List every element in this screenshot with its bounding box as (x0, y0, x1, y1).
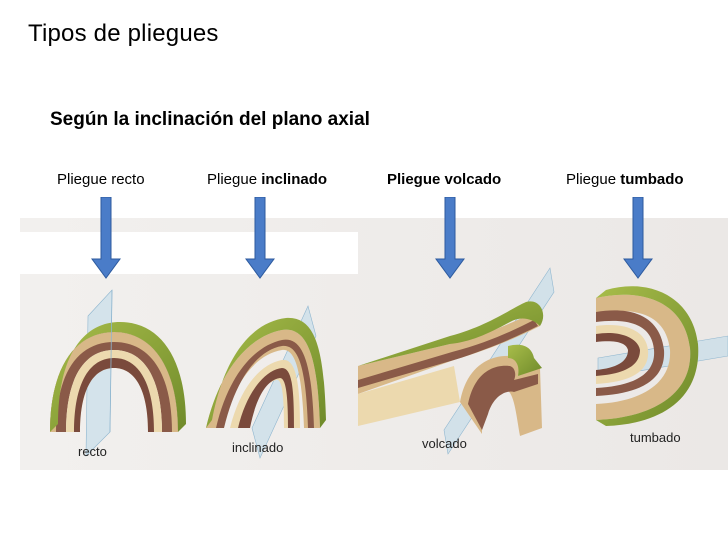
fold-layer-brown-inner (596, 332, 640, 376)
fold-recto (50, 289, 186, 457)
down-arrow-icon (91, 197, 121, 279)
label-text: Pliegue (566, 171, 621, 188)
slide-subtitle: Según la inclinación del plano axial (50, 109, 370, 130)
slide-title: Tipos de pliegues (28, 20, 219, 47)
fold-limb-right-grass (508, 344, 542, 376)
figure-white-patch (20, 232, 358, 274)
fold-layer-brown-inner (74, 358, 154, 432)
down-arrow-icon (435, 197, 465, 279)
label-text: Pliegue (207, 171, 262, 188)
label-pliegue-volcado: Pliegue volcado (387, 171, 501, 188)
fold-grass-top (358, 301, 544, 366)
label-bold-text: tumbado (620, 171, 684, 188)
label-bold-text: Pliegue volcado (387, 171, 502, 188)
label-pliegue-tumbado: Pliegue tumbado (566, 171, 684, 188)
fold-layer-tan (206, 329, 320, 428)
fold-layers (50, 332, 178, 432)
fold-tumbado (596, 286, 728, 426)
label-pliegue-inclinado: Pliegue inclinado (207, 171, 327, 188)
folds-illustration: recto inclinado volcado tumbado (20, 218, 728, 470)
fold-layer-brown (358, 320, 538, 388)
axial-plane-front (109, 289, 113, 433)
down-arrow-icon (623, 197, 653, 279)
fold-block-bottom (358, 366, 460, 426)
fold-layer-brown-inner (238, 368, 294, 428)
fold-volcado (358, 267, 555, 455)
fold-layer-tan (596, 294, 691, 420)
fold-limb-right-brown (468, 365, 538, 430)
label-pliegue-recto: Pliegue recto (57, 171, 145, 188)
fold-layer-inner (596, 325, 649, 384)
figure-label-inclinado: inclinado (232, 440, 283, 455)
fold-inclinado (206, 305, 326, 459)
figure-label-volcado: volcado (422, 436, 467, 451)
figure-label-recto: recto (78, 444, 107, 459)
fold-layer-brown (596, 310, 665, 396)
fold-layer-brown (216, 339, 314, 428)
label-bold-text: inclinado (261, 171, 328, 188)
figure-label-tumbado: tumbado (630, 430, 681, 445)
label-text: Pliegue recto (57, 171, 145, 188)
down-arrow-icon (245, 197, 275, 279)
